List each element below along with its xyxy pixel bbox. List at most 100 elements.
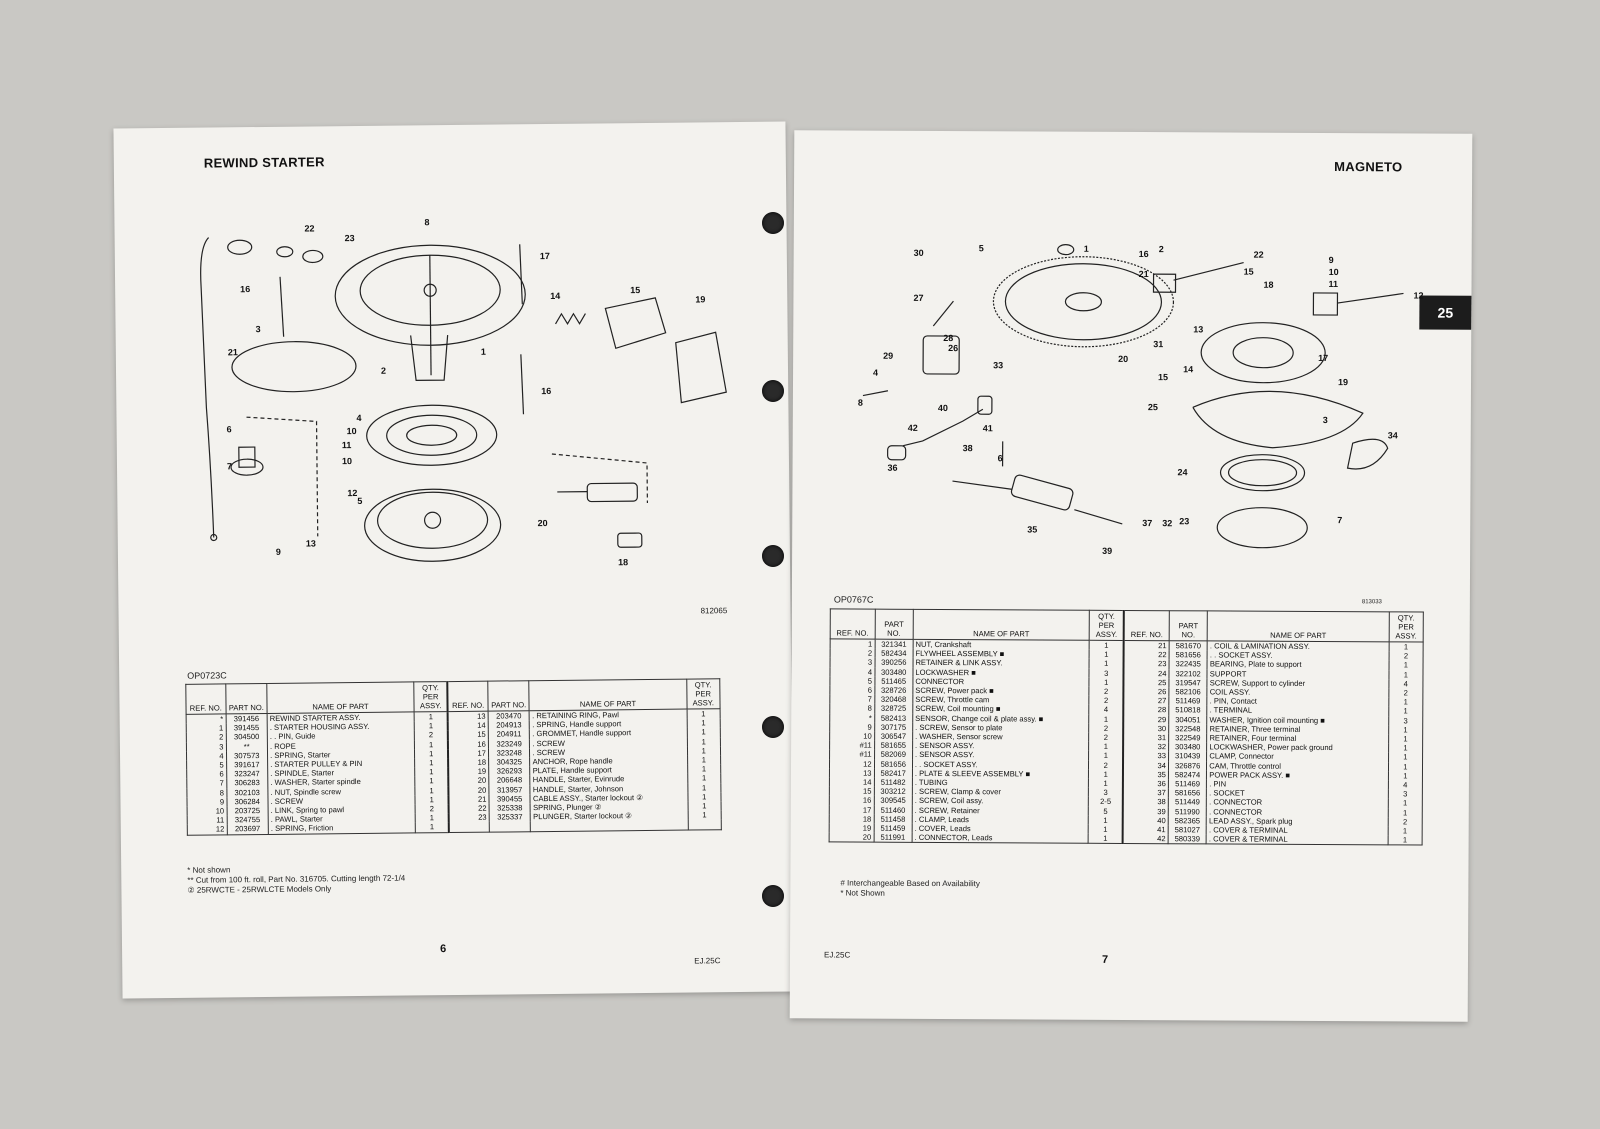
cell-ref-no: 12: [829, 759, 875, 769]
cell-ref-no: 9: [829, 722, 875, 732]
callout-label: 40: [938, 403, 948, 413]
footer-code: EJ.25C: [694, 956, 721, 966]
col-qty: QTY. PER ASSY.: [413, 681, 448, 712]
cell-part-no: 581027: [1168, 825, 1207, 835]
callout-label: 19: [695, 294, 705, 304]
callout-label: 31: [1153, 339, 1163, 349]
cell-part-no: 581656: [874, 759, 913, 769]
col-name: NAME OF PART: [913, 609, 1090, 641]
cell-qty: 1: [414, 767, 449, 777]
col-qty: QTY. PER ASSY.: [1089, 610, 1125, 641]
cell-ref-no: 21: [448, 794, 489, 805]
cell-ref-no: 13: [447, 711, 489, 722]
cell-qty: 1: [1388, 641, 1424, 652]
col-qty: QTY. PER ASSY.: [1388, 611, 1424, 643]
cell-part-name: BEARING, Plate to support: [1207, 659, 1389, 670]
cell-ref-no: 18: [448, 757, 489, 768]
cell-ref-no: 13: [829, 768, 875, 778]
cell-part-no: 326293: [488, 766, 531, 777]
cell-ref-no: *: [829, 713, 875, 723]
cell-ref-no: 6: [186, 769, 227, 780]
cell-qty: 1: [1388, 706, 1423, 717]
cell-qty: 2: [1088, 723, 1124, 733]
cell-ref-no: 14: [448, 720, 489, 731]
cell-ref-no: 8: [829, 703, 875, 714]
cell-part-no: 582417: [874, 768, 913, 778]
cell-part-no: [489, 821, 531, 832]
callout-label: 3: [256, 324, 261, 334]
cell-qty: 1: [1388, 798, 1423, 809]
cell-qty: 4: [1088, 705, 1124, 715]
cell-ref-no: 10: [829, 731, 875, 741]
callout-label: 38: [963, 443, 973, 453]
cell-qty: 1: [1088, 742, 1124, 752]
callout-label: 32: [1162, 518, 1172, 528]
col-part: PART NO.: [487, 680, 530, 712]
cell-part-name: RETAINER & LINK ASSY.: [912, 658, 1090, 669]
cell-qty: 1: [1089, 659, 1124, 669]
cell-part-name: . SCREW, Coil assy.: [912, 796, 1089, 807]
cell-part-no: 323247: [226, 769, 268, 779]
callout-label: 22: [1254, 250, 1264, 260]
callout-label: 23: [1179, 516, 1189, 526]
callout-label: 7: [1337, 515, 1342, 525]
cell-part-no: 309545: [873, 796, 913, 806]
cell-part-name: SCREW, Coil mounting ■: [912, 704, 1089, 715]
cell-qty: 1: [687, 792, 722, 802]
cell-qty: 1: [1088, 834, 1124, 844]
callout-label: 6: [998, 453, 1003, 463]
cell-part-no: 391617: [226, 759, 268, 770]
cell-part-no: 581670: [1169, 640, 1208, 651]
cell-ref-no: 36: [1123, 779, 1169, 789]
cell-qty: 2: [1387, 817, 1423, 827]
binder-hole: [762, 885, 784, 907]
col-name: NAME OF PART: [529, 679, 687, 711]
cell-part-no: 302103: [226, 787, 269, 798]
callout-label: 4: [356, 413, 361, 423]
callout-label: 33: [993, 360, 1003, 370]
cell-qty: 1: [1088, 824, 1124, 835]
cell-qty: 1: [1388, 771, 1423, 781]
cell-ref-no: 4: [829, 667, 875, 677]
cell-qty: 1: [1088, 751, 1124, 761]
callout-label: 37: [1142, 518, 1152, 528]
callout-label: 17: [1318, 353, 1328, 363]
callout-label: 15: [630, 285, 640, 295]
cell-qty: 1: [686, 746, 721, 756]
cell-part-no: 511990: [1168, 806, 1207, 817]
callout-label: 28: [943, 333, 953, 343]
cell-part-name: POWER PACK ASSY. ■: [1206, 770, 1389, 781]
cell-ref-no: 20: [448, 776, 489, 786]
cell-ref-no: 17: [448, 748, 489, 759]
callout-label: 8: [858, 398, 863, 408]
cell-part-no: 203725: [226, 805, 269, 816]
cell-ref-no: 19: [448, 766, 489, 777]
footnote: * Not Shown: [840, 888, 885, 898]
cell-qty: 1: [414, 758, 449, 768]
footnote: ② 25RWCTE - 25RWLCTE Models Only: [187, 884, 332, 895]
cell-qty: 1: [415, 822, 450, 833]
cell-qty: 1: [1388, 660, 1424, 671]
cell-ref-no: 1: [186, 723, 226, 734]
cell-qty: 1: [414, 785, 449, 796]
callout-label: 21: [1139, 269, 1149, 279]
cell-qty: 1: [1388, 752, 1423, 763]
cell-part-no: 582106: [1168, 687, 1208, 697]
cell-part-no: 310439: [1168, 751, 1207, 762]
cell-part-no: 321341: [874, 639, 914, 650]
cell-qty: 4: [1388, 679, 1423, 689]
col-ref: REF. NO.: [1124, 610, 1170, 641]
cell-qty: 1: [1089, 677, 1124, 687]
cell-part-no: 511449: [1168, 797, 1207, 808]
cell-part-no: 304325: [488, 757, 531, 767]
cell-part-no: **: [225, 741, 268, 752]
cell-ref-no: 39: [1123, 806, 1169, 817]
cell-ref-no: 27: [1123, 696, 1169, 706]
cell-part-no: 319547: [1168, 678, 1208, 688]
cell-part-no: 391455: [225, 723, 268, 733]
cell-part-no: 390455: [488, 794, 531, 804]
col-ref: REF. NO.: [830, 608, 875, 640]
callout-label: 9: [276, 547, 281, 557]
callout-label: 10: [347, 426, 357, 436]
